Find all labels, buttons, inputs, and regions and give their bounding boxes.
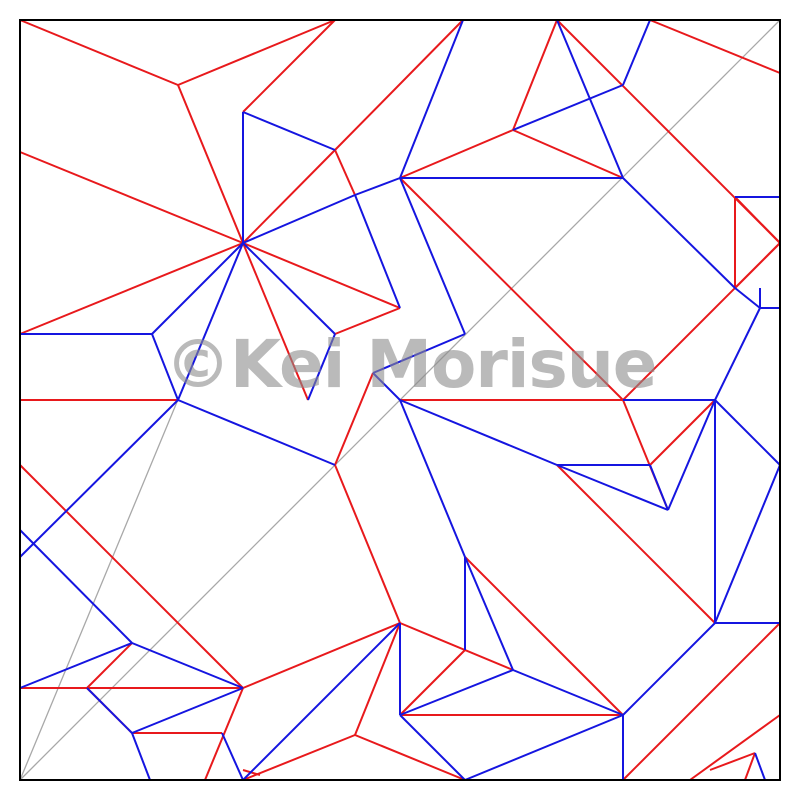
valley-crease <box>464 714 624 781</box>
mountain-crease <box>734 196 781 244</box>
valley-crease <box>649 464 669 511</box>
mountain-crease <box>464 556 624 716</box>
mountain-crease <box>242 242 309 401</box>
valley-crease <box>131 642 244 689</box>
paper-border <box>19 19 781 781</box>
valley-crease <box>19 399 179 558</box>
mountain-crease <box>399 177 624 401</box>
mountain-folds <box>19 19 781 781</box>
valley-crease <box>354 177 401 196</box>
mountain-crease <box>19 19 179 86</box>
mountain-crease <box>689 714 781 781</box>
mountain-crease <box>622 622 781 781</box>
valley-crease <box>512 84 624 131</box>
mountain-crease <box>512 19 558 131</box>
valley-crease <box>399 19 464 179</box>
valley-crease <box>242 194 356 244</box>
valley-crease <box>19 642 133 689</box>
mountain-crease <box>399 622 514 671</box>
valley-crease <box>734 287 761 309</box>
valley-crease <box>372 372 401 401</box>
mountain-crease <box>744 752 756 781</box>
mountain-crease <box>556 464 716 624</box>
valley-crease <box>242 622 401 781</box>
valley-crease <box>354 194 401 309</box>
mountain-crease <box>334 149 356 196</box>
valley-crease <box>556 19 624 179</box>
mountain-crease <box>622 242 781 401</box>
mountain-crease <box>242 149 336 244</box>
valley-crease <box>667 399 716 511</box>
mountain-crease <box>242 734 356 781</box>
valley-crease <box>242 111 336 151</box>
valley-crease <box>221 732 244 781</box>
valley-crease <box>622 177 736 289</box>
valley-crease <box>399 177 466 335</box>
mountain-crease <box>19 242 244 335</box>
valley-crease <box>399 399 466 558</box>
valley-crease <box>177 399 336 466</box>
valley-crease <box>19 529 133 644</box>
mountain-crease <box>399 649 466 716</box>
valley-crease <box>131 732 151 781</box>
mountain-crease <box>334 372 374 466</box>
mountain-crease <box>242 19 336 113</box>
mountain-crease <box>354 734 466 781</box>
mountain-crease <box>242 622 401 689</box>
valley-crease <box>622 622 716 716</box>
valley-crease <box>151 333 179 401</box>
valley-crease <box>622 19 651 86</box>
mountain-crease <box>19 151 244 244</box>
valley-crease <box>242 242 336 335</box>
valley-crease <box>307 333 336 401</box>
mountain-crease <box>334 19 464 151</box>
valley-crease <box>131 687 244 734</box>
valley-crease <box>151 242 244 335</box>
valley-crease <box>86 687 133 734</box>
mountain-crease <box>399 129 514 179</box>
valley-crease <box>399 669 514 716</box>
valley-crease <box>714 464 781 624</box>
valley-crease <box>754 752 766 781</box>
valley-crease <box>464 556 514 671</box>
mountain-crease <box>177 19 336 86</box>
mountain-crease <box>649 399 716 466</box>
valley-crease <box>714 399 781 466</box>
mountain-crease <box>204 687 244 781</box>
mountain-crease <box>649 19 781 74</box>
mountain-crease <box>354 622 401 736</box>
valley-crease <box>177 242 244 401</box>
valley-crease <box>512 669 624 716</box>
valley-crease <box>556 464 669 511</box>
valley-folds <box>19 19 781 781</box>
mountain-crease <box>512 129 624 179</box>
valley-crease <box>372 333 466 374</box>
mountain-crease <box>177 84 244 244</box>
mountain-crease <box>334 307 401 335</box>
mountain-crease <box>86 642 133 689</box>
mountain-crease <box>709 752 756 771</box>
mountain-crease <box>334 464 401 624</box>
mountain-crease <box>19 464 244 689</box>
valley-crease <box>399 399 558 466</box>
valley-crease <box>714 307 761 401</box>
mountain-crease <box>242 242 401 309</box>
valley-crease <box>399 714 466 781</box>
